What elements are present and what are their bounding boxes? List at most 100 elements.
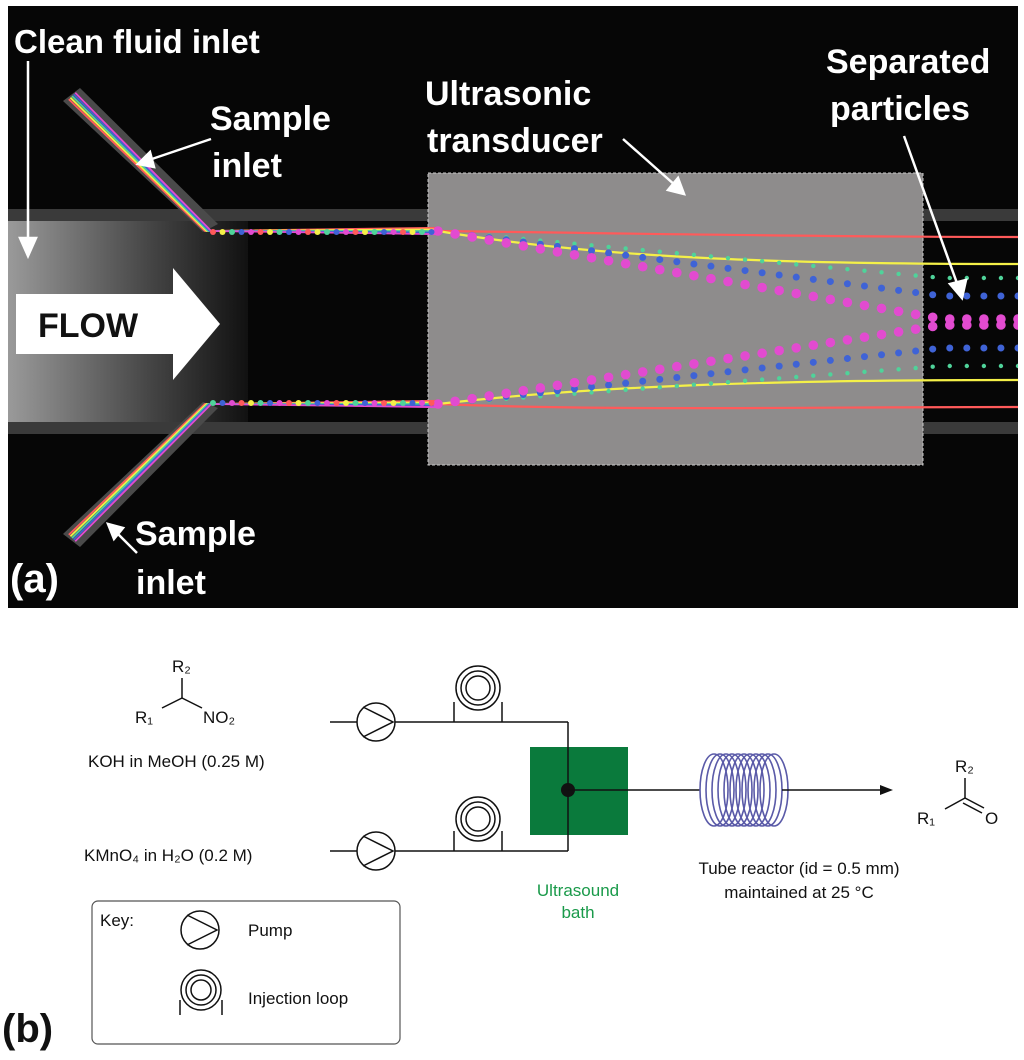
transducer-arrowhead [665,175,687,196]
mixed-particle-bottom [419,400,425,406]
particle-bottom [572,391,577,396]
coil-turn [723,753,753,827]
particle-top [809,275,817,283]
mixed-particle-bottom [333,400,340,406]
particle-bottom [893,327,904,337]
particle-bottom [657,385,662,390]
particle-bottom [724,368,732,376]
mixed-particle-bottom [352,400,359,406]
particle-bottom [518,385,529,396]
particle-bottom [1013,320,1018,330]
particle-top [706,273,716,284]
coil-turn [729,753,759,827]
clean-inlet-arrowhead [18,236,38,260]
particle-top [742,257,748,262]
mixed-particle-bottom [381,400,387,406]
particle-bottom [927,321,938,332]
particle-bottom [691,382,697,387]
particle-top [930,274,935,280]
stream-line-top [437,229,1018,266]
mixed-particle-bottom [400,400,406,406]
product-carbonyl-2 [962,802,983,814]
particle-bottom [552,380,563,391]
coil-turn [741,753,771,827]
particle-bottom [859,332,870,342]
mixed-particle-top [371,229,378,235]
reactor-label-2: maintained at 25 °C [724,883,874,902]
sample-inlet-top-label-2: inlet [212,147,282,185]
particle-bottom [622,379,630,387]
particle-top [896,271,901,277]
particle-top [980,292,988,300]
particle-bottom [674,383,680,389]
particle-bottom [637,367,648,377]
clean-fluid-inlet-label: Clean fluid inlet [14,23,260,60]
particle-bottom [946,344,954,352]
particle-streams [68,92,1018,542]
reagent1-r2: R₂ [172,657,191,676]
particle-bottom [640,386,645,391]
mixed-particle-bottom [219,400,226,406]
particle-bottom [569,377,580,388]
panel-b-label: (b) [2,1007,53,1051]
mixed-particle-bottom [324,400,330,406]
flow-arrow [16,268,220,380]
particle-top [893,306,904,317]
particle-bottom [876,329,887,340]
particle-bottom [842,335,853,345]
transducer-arrow-line [622,138,677,187]
tube-reactor-coil-icon [699,753,789,827]
particle-top [794,262,799,267]
particle-bottom [998,363,1004,369]
mixed-particle-bottom [362,400,368,406]
particle-bottom [484,391,494,401]
particle-bottom [1015,363,1018,369]
key-pump-label: Pump [248,921,292,940]
particle-bottom [535,383,546,393]
particle-bottom [860,353,868,361]
flow-label: FLOW [38,307,139,345]
separated-label-2: particles [830,90,970,128]
pump-2-icon [356,831,396,871]
particle-bottom [433,399,443,409]
reactor-label-1: Tube reactor (id = 0.5 mm) [698,859,899,878]
particle-bottom [639,377,647,385]
particle-top [572,241,577,246]
panel-b-svg: R₂ R₁ NO₂ KOH in MeOH (0.25 M) KMnO₄ in … [2,657,998,1051]
mixed-particle-top [276,229,283,235]
sample-stream-top [71,95,438,232]
particle-top [467,232,477,242]
particle-bottom [450,396,460,407]
particle-bottom [962,320,972,330]
coil-turn [717,753,747,827]
stream-line-top [437,229,1018,239]
mixed-particle-bottom [314,400,321,406]
particle-top [878,284,886,292]
coil-turn [711,753,741,827]
particle-top [586,252,597,263]
mixed-particle-bottom [276,400,283,406]
particle-top [912,289,920,297]
particle-top [484,235,494,245]
particle-top [724,264,732,272]
particle-top [707,262,715,270]
product-r1: R₁ [917,809,935,828]
particle-top [639,253,647,261]
particle-bottom [930,364,935,369]
particle-bottom [740,351,750,361]
particle-top [759,259,765,264]
sample-bottom-arrowhead [105,522,126,542]
particle-bottom [774,345,784,356]
particle-top [946,292,954,300]
panel-a-label: (a) [10,557,59,601]
particle-top [552,247,563,257]
particle-bottom [878,351,886,359]
particle-bottom [588,383,596,391]
particle-top [637,261,648,272]
particle-top [828,265,833,270]
key-pump-icon [180,910,220,950]
particle-bottom [792,360,800,368]
key-loop-icon [179,969,223,1015]
particle-bottom [620,369,631,380]
particle-bottom [845,370,850,376]
